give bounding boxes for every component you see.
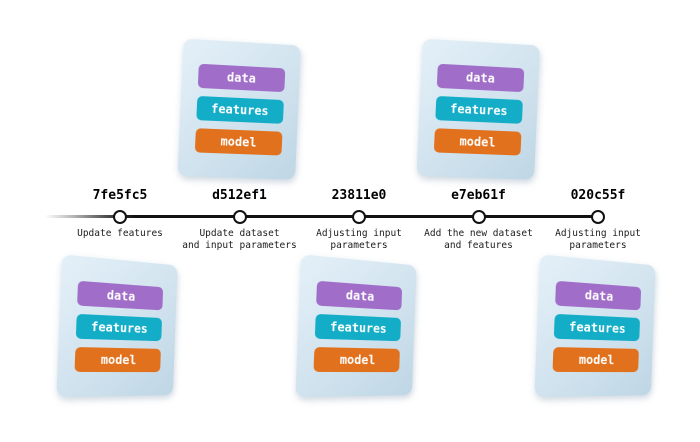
commit-hash-label: d512ef1 — [212, 188, 267, 203]
workspace-card: data features model — [56, 254, 178, 398]
commit-hash-label: e7eb61f — [451, 188, 506, 203]
commit-node-circle — [591, 209, 605, 224]
commit-hash-label: 020c55f — [570, 188, 626, 203]
card-pill-model: model — [432, 128, 521, 156]
card-pill-features: features — [553, 313, 640, 342]
commit-description: Adjusting input parameters — [316, 228, 402, 251]
commit-node-circle — [352, 209, 366, 224]
workspace-card: data features model — [534, 254, 656, 398]
card-pill-model: model — [551, 347, 639, 373]
card-pill-model: model — [193, 128, 282, 156]
commit-node-circle — [113, 209, 127, 224]
card-pill-data: data — [435, 63, 524, 93]
commit-description: Update dataset and input parameters — [182, 228, 297, 251]
timeline-line — [45, 215, 602, 218]
card-pill-features: features — [434, 95, 522, 124]
card-pill-features: features — [314, 313, 401, 342]
commit-description: Adjusting input parameters — [555, 228, 641, 251]
card-pill-features: features — [195, 95, 283, 124]
commit-description: Add the new dataset and features — [424, 228, 533, 251]
card-pill-features: features — [75, 313, 162, 342]
card-pill-data: data — [76, 280, 163, 311]
commit-hash-label: 7fe5fc5 — [92, 188, 148, 203]
card-pill-model: model — [312, 347, 400, 373]
card-pill-data: data — [196, 63, 285, 93]
workspace-card: data features model — [415, 38, 540, 180]
workspace-card: data features model — [295, 254, 417, 398]
commit-hash-label: 23811e0 — [331, 188, 387, 203]
commit-node-circle — [471, 209, 486, 224]
commit-description: Update features — [77, 228, 163, 239]
card-pill-data: data — [315, 280, 402, 311]
commit-node-circle — [232, 209, 247, 224]
workspace-card: data features model — [176, 38, 301, 180]
card-pill-model: model — [73, 347, 161, 373]
card-pill-data: data — [554, 280, 641, 311]
